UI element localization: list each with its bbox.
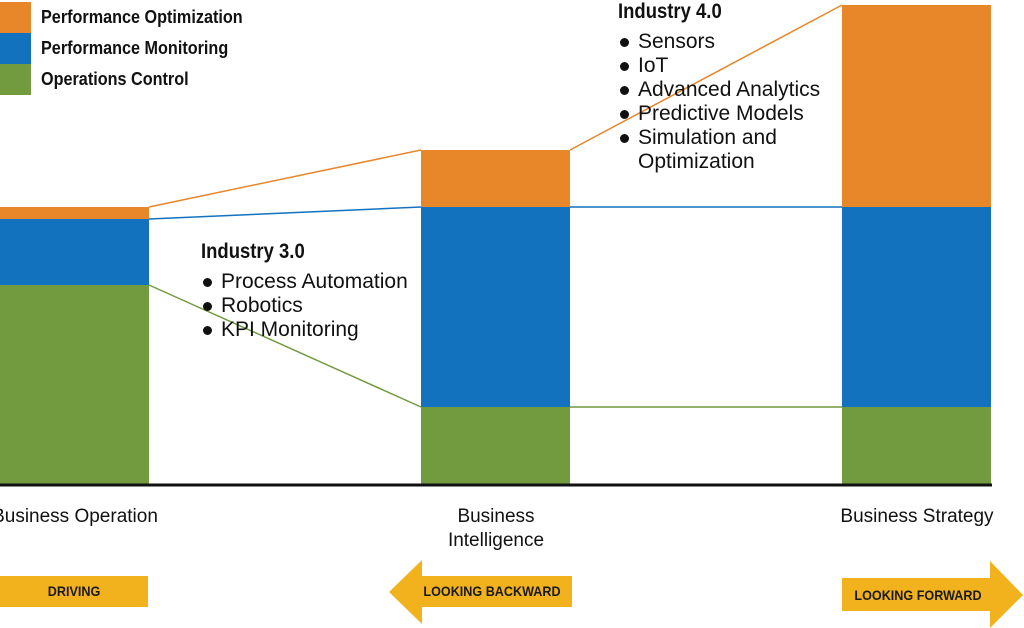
legend-swatch bbox=[0, 33, 31, 64]
annotation-industry-3: Industry 3.0 Process Automation Robotics… bbox=[201, 240, 421, 342]
badge-label-looking-forward: LOOKING FORWARD bbox=[854, 587, 982, 603]
legend-swatch bbox=[0, 64, 31, 95]
connector-performance-optimization-1 bbox=[569, 4, 843, 151]
annotation-title: Industry 3.0 bbox=[201, 240, 305, 263]
legend-label: Operations Control bbox=[41, 69, 189, 89]
annotation-item: Predictive Models bbox=[618, 102, 838, 126]
annotation-item: IoT bbox=[618, 54, 838, 78]
bar-performance-monitoring-1 bbox=[421, 207, 570, 407]
annotation-item: Process Automation bbox=[201, 270, 421, 294]
annotation-industry-4: Industry 4.0 Sensors IoT Advanced Analyt… bbox=[618, 0, 838, 174]
category-label-business-intelligence: Business Intelligence bbox=[447, 506, 545, 551]
annotation-item: Sensors bbox=[618, 30, 838, 54]
bar-performance-optimization-2 bbox=[842, 5, 991, 207]
legend-label: Performance Monitoring bbox=[41, 38, 229, 58]
bar-operations-control-1 bbox=[421, 407, 570, 485]
bar-performance-monitoring-2 bbox=[842, 207, 991, 407]
bar-performance-optimization-1 bbox=[421, 150, 570, 207]
bar-operations-control-2 bbox=[842, 407, 991, 485]
bar-performance-optimization-0 bbox=[0, 207, 149, 219]
connector-performance-monitoring-0 bbox=[148, 206, 422, 220]
annotation-title: Industry 4.0 bbox=[618, 0, 722, 23]
annotation-item: Simulation and Optimization bbox=[618, 126, 838, 174]
bar-performance-monitoring-0 bbox=[0, 219, 149, 285]
annotation-item: KPI Monitoring bbox=[201, 318, 421, 342]
annotation-list: Process Automation Robotics KPI Monitori… bbox=[201, 270, 421, 342]
bars bbox=[0, 5, 991, 485]
legend-swatch bbox=[0, 2, 31, 33]
category-label-business-strategy: Business Strategy bbox=[840, 506, 994, 527]
legend-label: Performance Optimization bbox=[41, 7, 243, 27]
annotation-list: Sensors IoT Advanced Analytics Predictiv… bbox=[618, 30, 838, 174]
annotation-item: Advanced Analytics bbox=[618, 78, 838, 102]
badge-label-looking-backward: LOOKING BACKWARD bbox=[423, 583, 561, 599]
bar-operations-control-0 bbox=[0, 285, 149, 485]
badge-shape-looking-forward bbox=[842, 561, 1023, 628]
connector-performance-optimization-0 bbox=[148, 149, 422, 208]
badge-label-driving: DRIVING bbox=[47, 583, 101, 599]
badge-shape-driving bbox=[0, 576, 148, 607]
connector-operations-control-0 bbox=[148, 284, 422, 408]
badge-shape-looking-backward bbox=[389, 560, 572, 624]
badges bbox=[0, 560, 1023, 628]
category-label-business-operation: Business Operation bbox=[0, 506, 158, 527]
annotation-item: Robotics bbox=[201, 294, 421, 318]
connector-lines bbox=[148, 4, 843, 408]
